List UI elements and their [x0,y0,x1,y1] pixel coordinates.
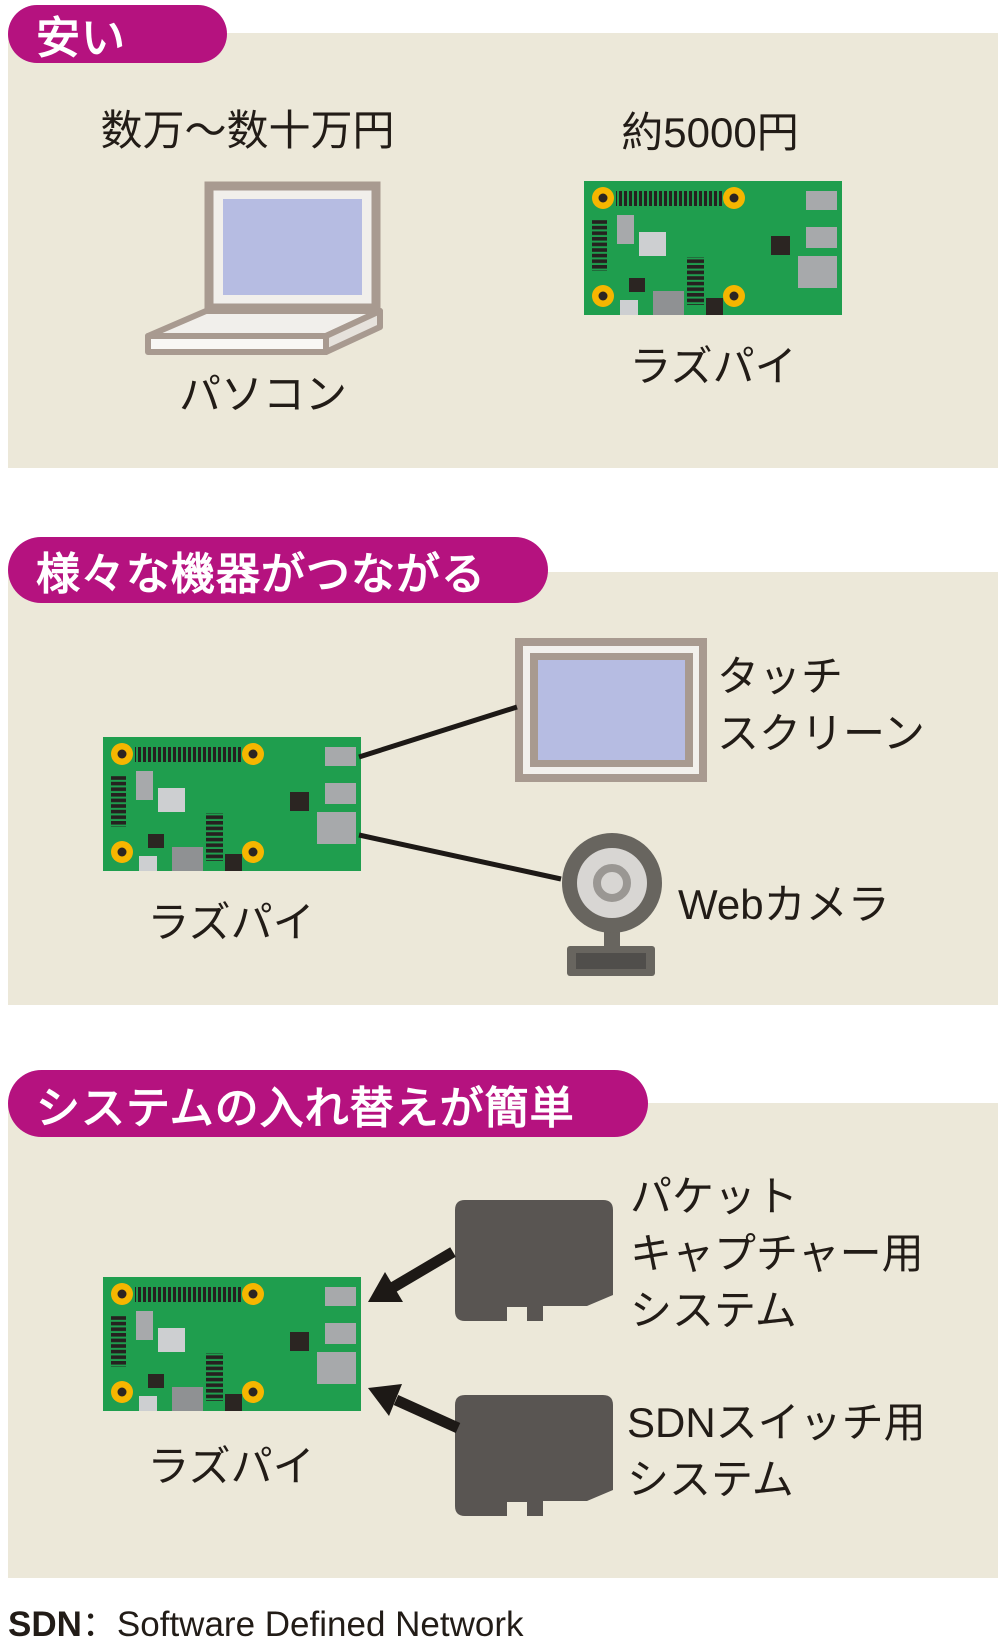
footnote-term: SDN [8,1605,82,1644]
raspberry-pi-board-icon [103,737,361,871]
sd-card-1-caption-line1: パケット [630,1173,799,1220]
sd-card-icon [455,1200,613,1322]
footnote: SDN：Software Defined Network [8,1596,524,1647]
section-header-connect: 様々な機器がつながる [8,537,548,603]
sd-card-1-caption-line3: システム [630,1287,797,1335]
pi-caption-3: ラズパイ [147,1443,315,1490]
section-header-connect-label: 様々な機器がつながる [36,550,486,599]
footnote-definition: Software Defined Network [116,1605,524,1644]
footnote-separator: ： [81,1605,117,1644]
raspberry-pi-board-icon [584,181,842,315]
section-header-cheap: 安い [8,5,227,63]
pi-caption-2: ラズパイ [147,899,315,946]
sd-card-2-caption: SDNスイッチ用 システム [627,1394,926,1508]
sd-card-2-caption-line2: システム [627,1456,794,1504]
raspberry-pi-board-icon [103,1277,361,1411]
sd-card-icon [455,1395,613,1517]
sd-card-1-caption: パケット キャプチャー用 システム [630,1168,924,1339]
pc-price-label: 数万〜数十万円 [100,107,395,154]
webcam-caption: Webカメラ [678,881,890,928]
touchscreen-icon [515,638,707,782]
pi-price-label: 約5000円 [621,109,799,156]
touchscreen-caption-line2: スクリーン [717,710,925,758]
laptop-icon [145,178,385,358]
pc-caption: パソコン [178,371,347,418]
section-header-swap: システムの入れ替えが簡単 [8,1070,648,1137]
section-header-swap-label: システムの入れ替えが簡単 [36,1083,575,1133]
webcam-icon [550,820,674,978]
section-header-cheap-label: 安い [36,14,126,63]
touchscreen-caption: タッチ スクリーン [717,648,925,762]
touchscreen-caption-line1: タッチ [717,653,844,700]
sd-card-1-caption-line2: キャプチャー用 [630,1230,924,1278]
sd-card-2-caption-line1: SDNスイッチ用 [627,1399,926,1446]
pi-caption-1: ラズパイ [629,343,797,390]
